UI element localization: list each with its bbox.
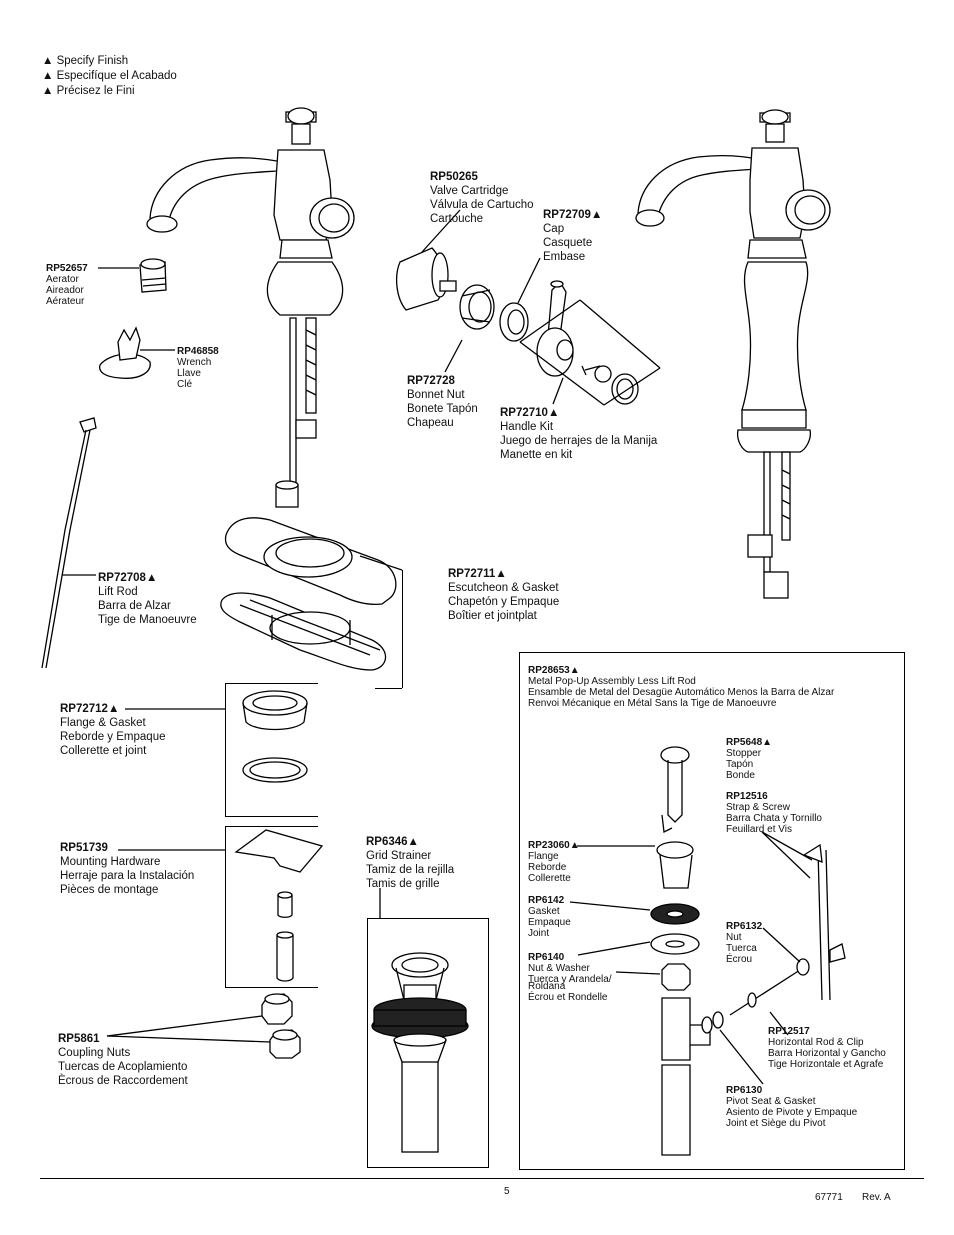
- coupling-nuts: [106, 993, 301, 1059]
- legend-line-1: ▲ Specify Finish: [42, 55, 129, 67]
- popup-assembly-box: [519, 652, 905, 1170]
- flange-gasket: [125, 690, 308, 783]
- wrench: [99, 326, 175, 379]
- faucet-body-left: [146, 107, 355, 508]
- valve-cartridge: [395, 209, 461, 311]
- popup-parts: [569, 746, 846, 1156]
- bonnet-nut: [444, 284, 495, 373]
- part-rp28653: RP28653▲ Metal Pop-Up Assembly Less Lift…: [528, 665, 835, 709]
- escutcheon: [220, 517, 403, 671]
- footer-rule: [40, 1178, 924, 1179]
- faucet-body-right: [635, 109, 831, 599]
- cap: [499, 257, 541, 342]
- finish-legend: ▲ Specify Finish ▲ Especifíque el Acabad…: [42, 54, 177, 99]
- escutcheon-callout-bottom: [375, 688, 402, 689]
- escutcheon-callout-box: [402, 570, 403, 688]
- legend-line-2: ▲ Especifíque el Acabado: [42, 70, 177, 82]
- flange-gasket-box: [225, 683, 318, 817]
- aerator: [98, 258, 167, 293]
- legend-line-3: ▲ Précisez le Fini: [42, 85, 135, 97]
- grid-strainer: [371, 888, 469, 1153]
- document-number: 67771: [815, 1192, 843, 1203]
- lift-rod: [41, 417, 97, 669]
- revision: Rev. A: [862, 1192, 891, 1203]
- mounting-hardware: [118, 829, 324, 982]
- handle-kit: [519, 280, 661, 406]
- grid-strainer-box: [367, 918, 489, 1168]
- mounting-hardware-box: [225, 826, 318, 988]
- page-number: 5: [504, 1186, 510, 1197]
